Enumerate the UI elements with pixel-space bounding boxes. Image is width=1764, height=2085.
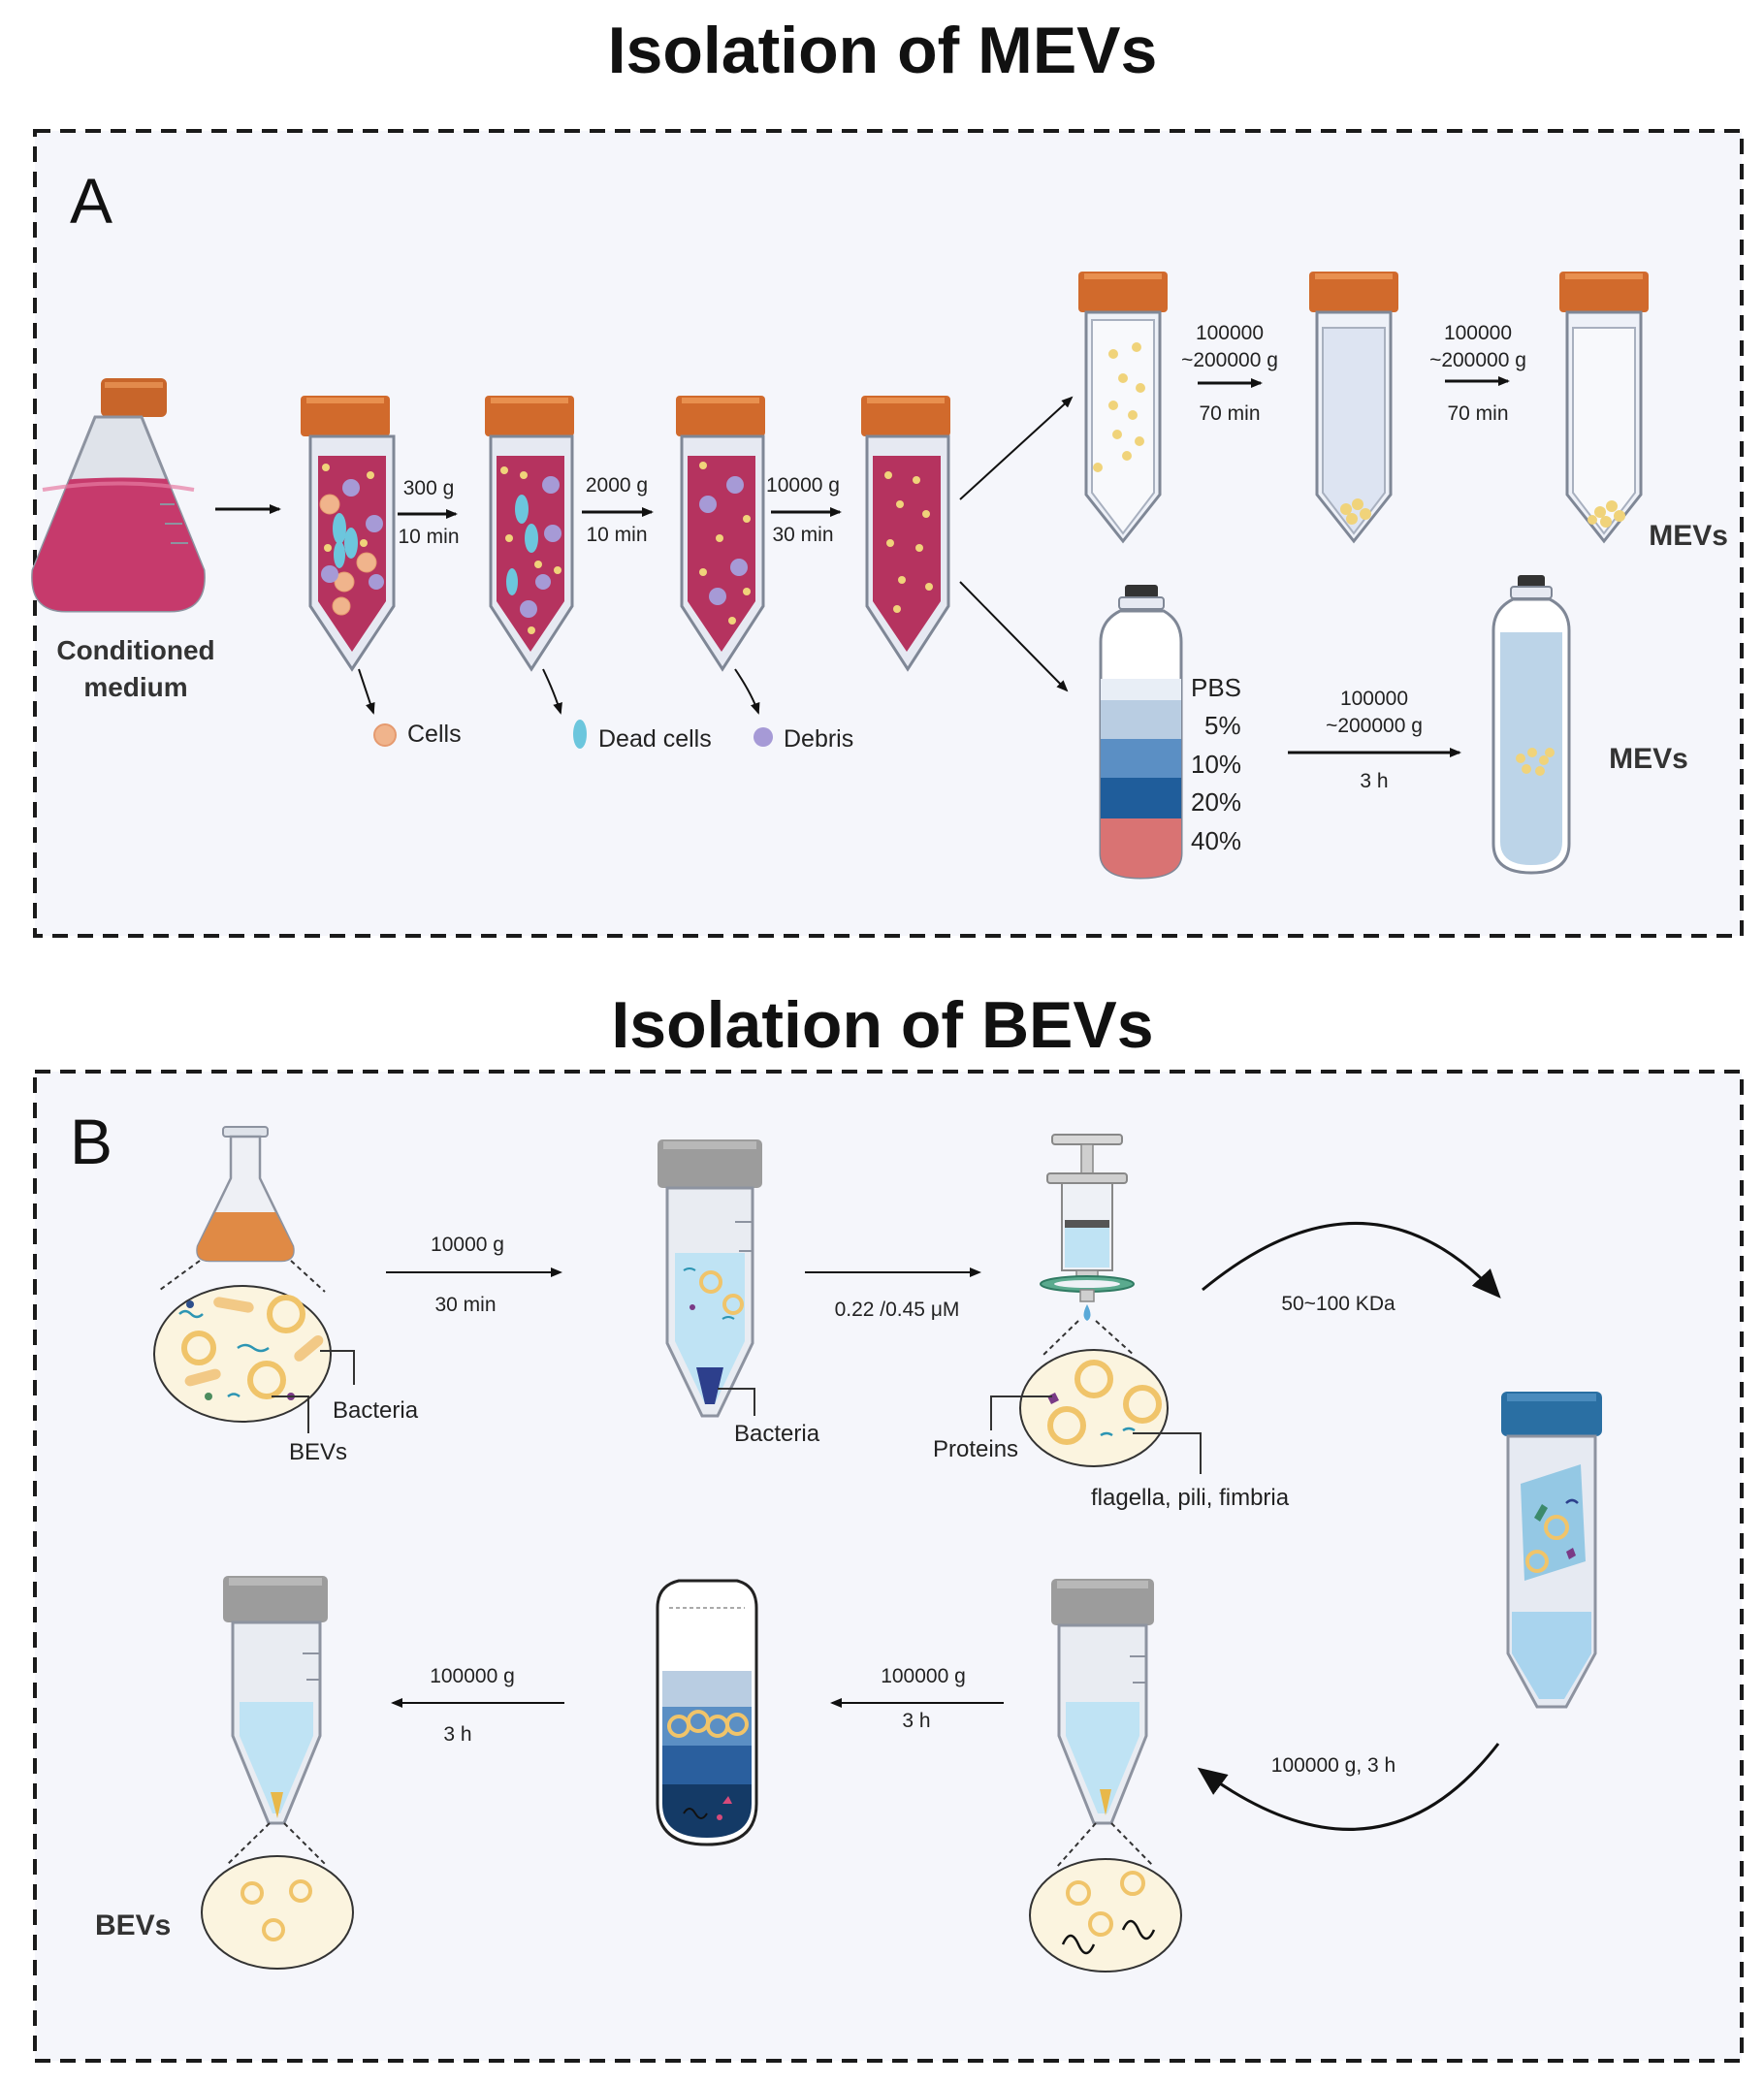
arrow-branch-down — [959, 581, 1069, 692]
panel-a-letter: A — [70, 165, 112, 237]
uc-zoom-left — [1056, 1822, 1097, 1868]
appendages-label: flagella, pili, fimbria — [1091, 1485, 1290, 1511]
uc-1-speed-line1: 100000 — [1196, 322, 1264, 344]
cells-label: Cells — [407, 721, 462, 748]
gradient-speed-line1: 100000 — [1340, 688, 1408, 710]
gradient-result-label: MEVs — [1609, 743, 1688, 775]
filter-step-label: 0.22 /0.45 μM — [835, 1299, 960, 1321]
step-1-time: 10 min — [398, 526, 459, 548]
uc-zoom-circle — [1029, 1858, 1182, 1973]
tube-bacteria-label: Bacteria — [734, 1421, 820, 1447]
ultrafiltration-arrow — [1202, 1222, 1501, 1299]
gradient-label-10: 10% — [1191, 750, 1241, 779]
conditioned-medium-label-2: medium — [83, 672, 187, 702]
final-zoom-right — [283, 1822, 326, 1865]
gradient-time: 3 h — [1360, 770, 1388, 792]
b-final-time: 3 h — [443, 1723, 471, 1746]
gradient-result-tube — [1491, 575, 1571, 875]
uc-tube-c — [1559, 272, 1649, 544]
gradient-tube — [1099, 585, 1183, 880]
dead-cells-label: Dead cells — [598, 725, 712, 753]
bacteria-pointer — [320, 1350, 355, 1385]
b-step-1-speed: 10000 g — [431, 1234, 504, 1256]
dead-cells-icon — [573, 720, 587, 749]
panel-a-title: Isolation of MEVs — [608, 14, 1158, 87]
b-gradient-tube — [656, 1579, 758, 1846]
tube-1 — [301, 396, 396, 672]
step-2-speed: 2000 g — [586, 474, 648, 497]
bacteria-pellet-tube — [657, 1139, 762, 1418]
tube-3-waste-arrow — [734, 668, 760, 715]
b-gradient-time: 3 h — [902, 1710, 930, 1732]
appendages-pointer — [1133, 1432, 1202, 1474]
uc-back-label: 100000 g, 3 h — [1271, 1754, 1395, 1777]
step-3-speed: 10000 g — [766, 474, 840, 497]
flask-zoom-right — [290, 1260, 326, 1293]
uc-result-label: MEVs — [1649, 520, 1728, 552]
gradient-label-pbs: PBS — [1191, 673, 1241, 702]
uc-tube-a — [1078, 272, 1168, 544]
final-tube — [223, 1576, 328, 1825]
proteins-pointer — [990, 1395, 1052, 1430]
uc-2-speed-line1: 100000 — [1444, 322, 1512, 344]
tube-4 — [861, 396, 950, 672]
b-step-1-time: 30 min — [434, 1294, 496, 1316]
conditioned-medium-label: Conditioned — [56, 635, 214, 665]
step-2-time: 10 min — [586, 524, 647, 546]
tube-1-waste-arrow — [358, 668, 375, 715]
bacteria-flask — [196, 1126, 295, 1263]
b-final-speed: 100000 g — [430, 1665, 515, 1687]
cells-icon — [373, 723, 397, 747]
tube-bacteria-pointer — [718, 1388, 755, 1416]
gradient-label-20: 20% — [1191, 787, 1241, 817]
final-bevs-label: BEVs — [95, 1909, 171, 1941]
tube-2 — [485, 396, 574, 672]
syringe-filter — [1040, 1134, 1135, 1321]
panel-b-letter: B — [70, 1106, 112, 1177]
uc-1-time: 70 min — [1199, 402, 1260, 425]
uc-2-speed-line2: ~200000 g — [1429, 349, 1526, 371]
gradient-label-40: 40% — [1191, 826, 1241, 855]
uc-zoom-right — [1110, 1822, 1155, 1868]
uc-back-arrow — [1197, 1743, 1500, 1831]
gradient-speed-line2: ~200000 g — [1326, 715, 1423, 737]
bevs-pointer — [272, 1395, 309, 1433]
uc-1-speed-line2: ~200000 g — [1181, 349, 1278, 371]
tube-2-waste-arrow — [542, 668, 562, 715]
step-3-time: 30 min — [772, 524, 833, 546]
arrow-branch-up — [959, 396, 1074, 500]
panel-b-title: Isolation of BEVs — [611, 988, 1153, 1062]
ultrafiltration-label: 50~100 KDa — [1281, 1293, 1395, 1315]
flask-zoom-circle — [153, 1285, 332, 1423]
debris-icon — [754, 727, 773, 747]
uc-2-time: 70 min — [1447, 402, 1508, 425]
flask-bacteria-label: Bacteria — [333, 1397, 419, 1424]
final-zoom-left — [227, 1822, 271, 1865]
uc-pellet-tube — [1051, 1579, 1154, 1825]
proteins-label: Proteins — [933, 1436, 1018, 1462]
flask-bevs-label: BEVs — [289, 1439, 347, 1465]
ultrafiltration-tube — [1501, 1392, 1602, 1709]
step-1-speed: 300 g — [403, 477, 455, 499]
filter-zoom-circle — [1019, 1349, 1169, 1467]
final-zoom-circle — [201, 1855, 354, 1970]
b-gradient-speed: 100000 g — [881, 1665, 966, 1687]
tube-3 — [676, 396, 765, 672]
uc-tube-b — [1309, 272, 1398, 544]
debris-label: Debris — [784, 725, 853, 753]
conditioned-medium-flask — [31, 378, 206, 613]
gradient-label-5: 5% — [1204, 711, 1241, 740]
